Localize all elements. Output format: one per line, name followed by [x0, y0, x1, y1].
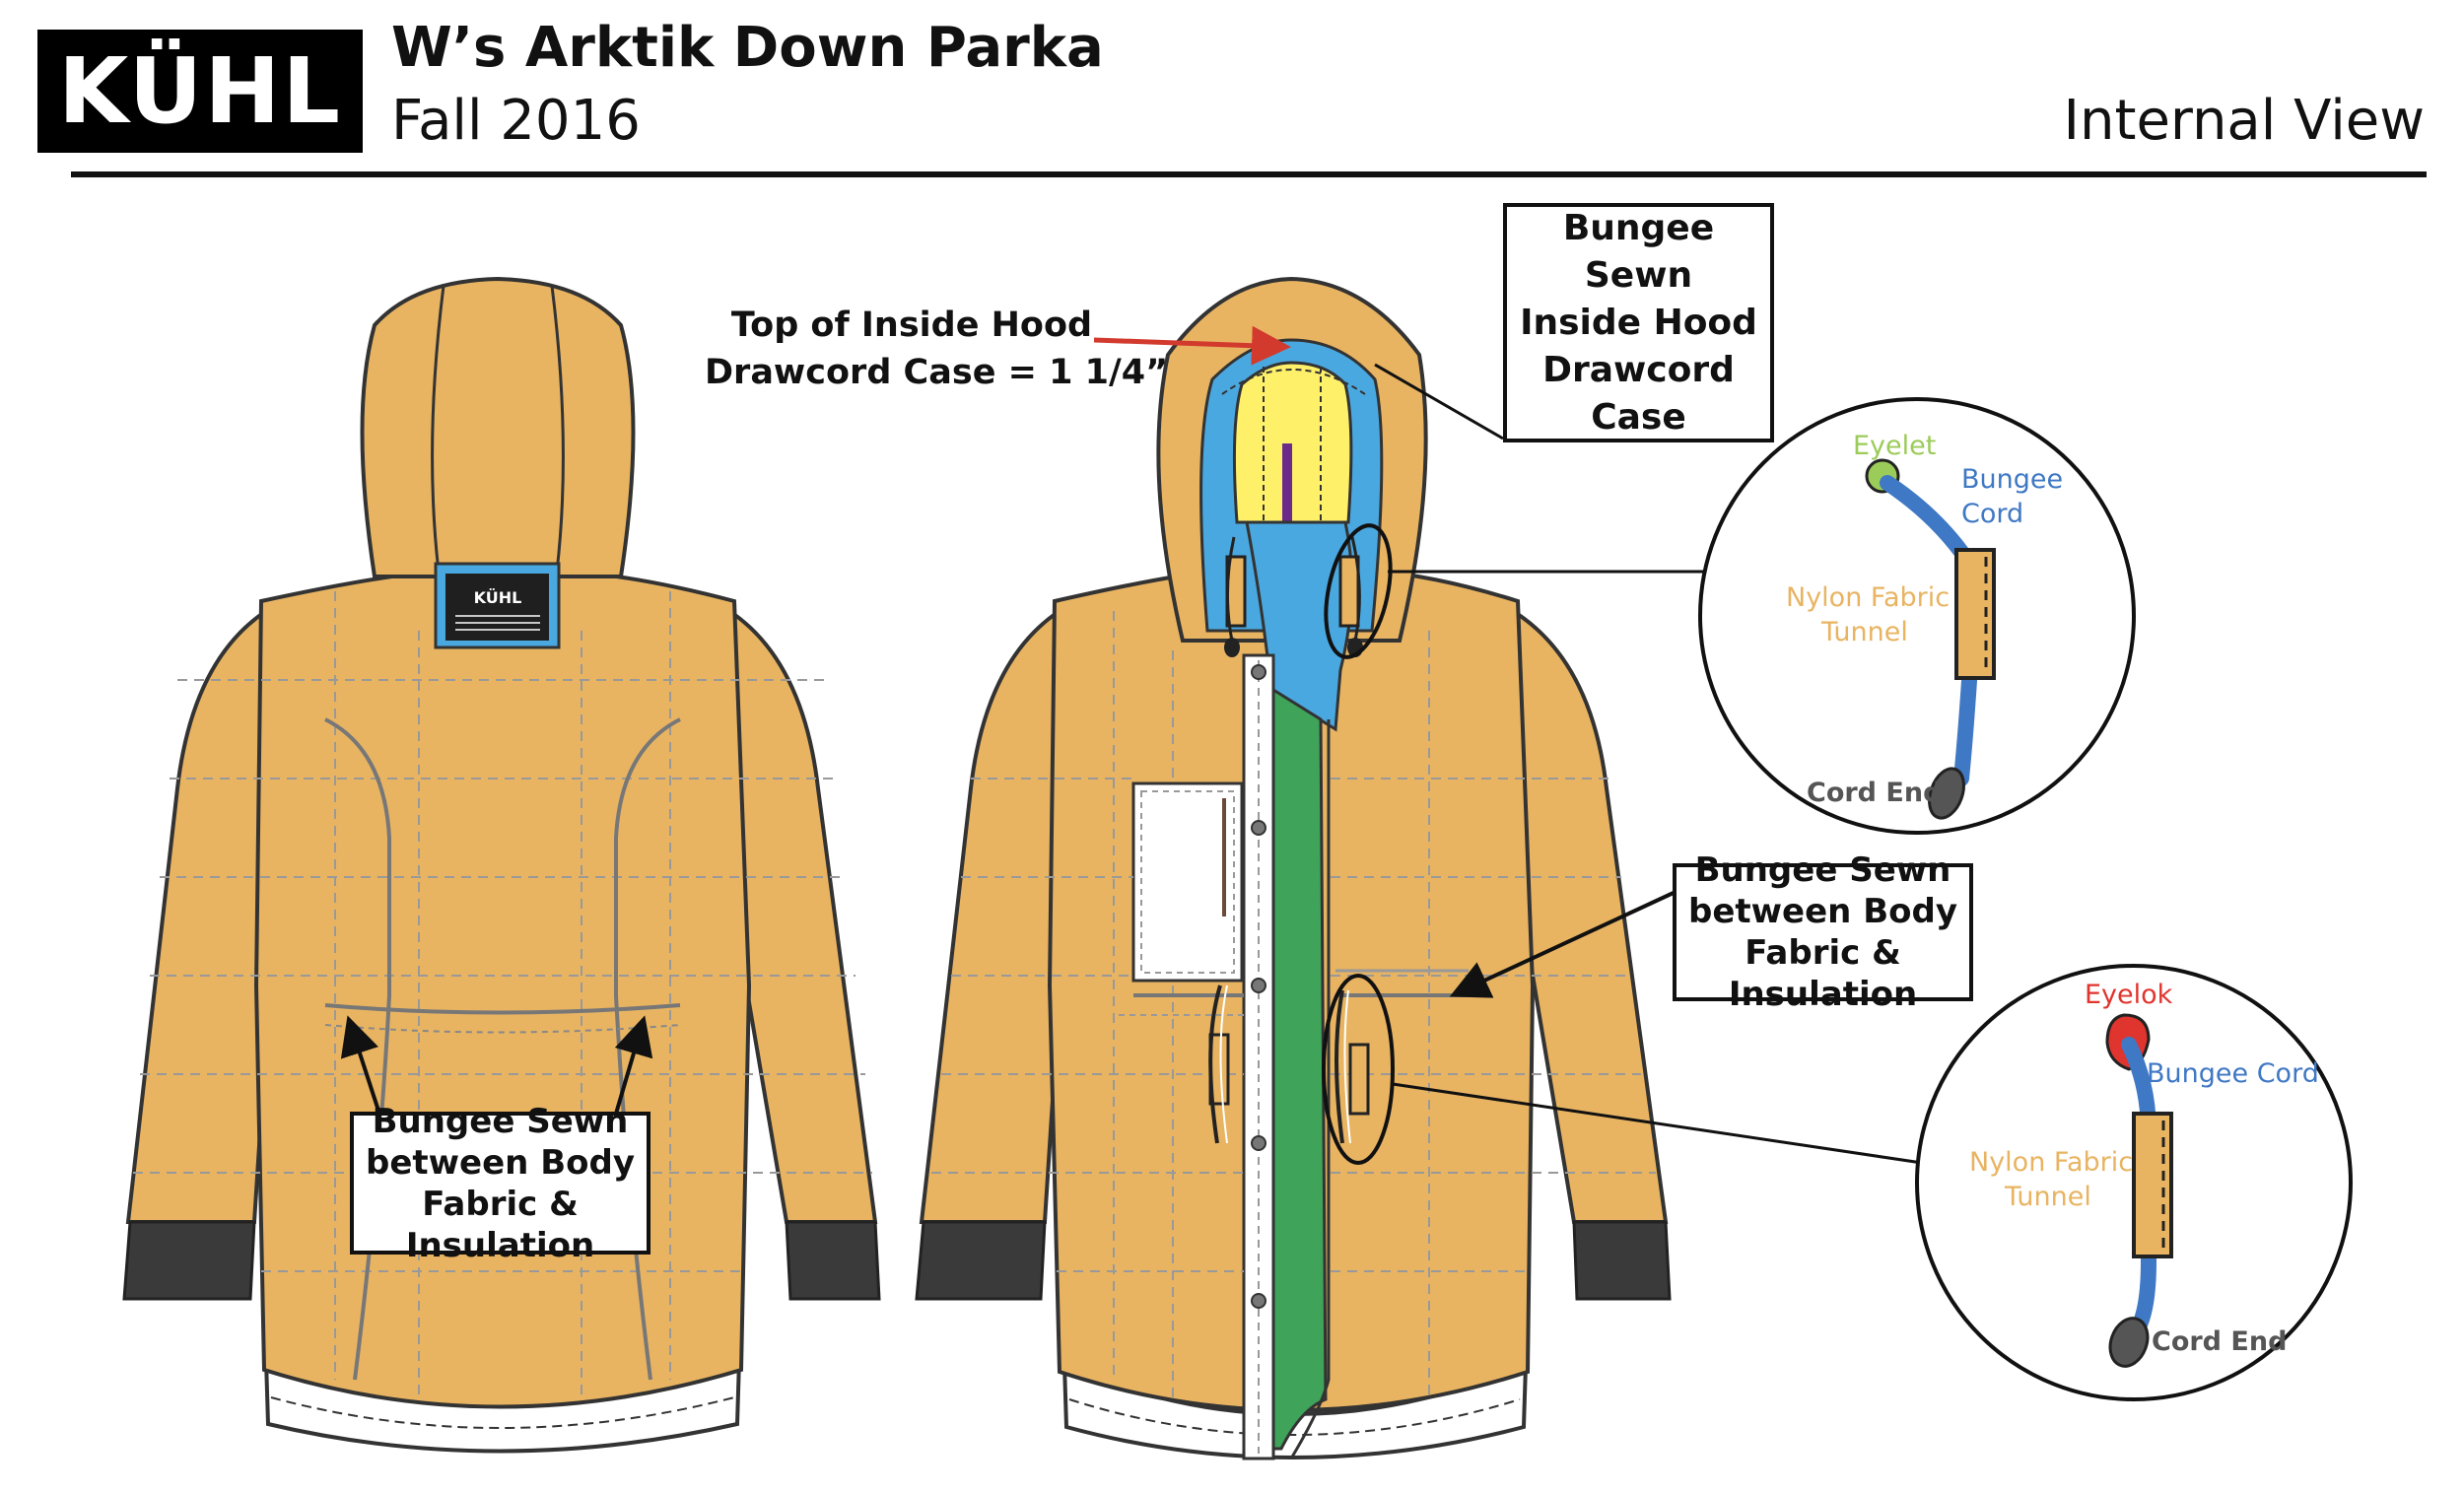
back-right-cuff	[785, 1220, 881, 1301]
front-hem-lining	[1061, 1361, 1529, 1459]
front-zip-placket-left	[1242, 653, 1275, 1460]
hood-yellow-lining	[1232, 361, 1353, 524]
front-right-cuff	[1572, 1220, 1672, 1301]
hood-bungee-line-2: Inside Hood	[1520, 302, 1757, 343]
back-right-sleeve	[727, 607, 878, 1224]
header-divider	[71, 171, 2427, 177]
hood-bungee-line-3: Drawcord	[1542, 349, 1735, 390]
front-view-parka	[915, 276, 1923, 1460]
front-bungee-line-1: Bungee Sewn	[1694, 850, 1951, 890]
hood-tunnel-label-1: Nylon Fabric	[1786, 582, 1951, 613]
hood-cord-end	[1928, 767, 1965, 820]
back-left-cuff	[122, 1220, 256, 1301]
hood-case-top-line-2: Drawcord Case = 1 1/4”	[705, 353, 1169, 392]
view-label: Internal View	[2063, 89, 2425, 153]
waist-tunnel-label-2: Tunnel	[2005, 1182, 2091, 1212]
back-bungee-line-3: Fabric & Insulation	[405, 1184, 595, 1265]
back-bungee-line-1: Bungee Sewn	[372, 1101, 629, 1141]
season-label: Fall 2016	[391, 89, 641, 153]
back-bungee-line-2: between Body	[366, 1142, 635, 1183]
back-body	[253, 570, 752, 1409]
hood-detail-highlight	[1324, 523, 1393, 659]
hood-bungee-label-1: Bungee	[1961, 464, 2064, 495]
neck-label-logo: KÜHL	[474, 588, 522, 607]
hood-bungee-label-2: Cord	[1961, 499, 2024, 529]
kuhl-logo-text: KÜHL	[58, 38, 342, 144]
kuhl-logo	[37, 30, 363, 153]
front-snaps	[1251, 664, 1266, 1309]
back-view-parka: KÜHL	[122, 276, 881, 1454]
waist-detail-highlight	[1322, 974, 1395, 1165]
hood-bungee-line-1: Bungee Sewn	[1562, 207, 1715, 296]
detail-circle-hood	[1698, 397, 2136, 835]
front-bungee-line-2: between Body	[1688, 892, 1957, 931]
hood-bungee-line-4: Case	[1591, 396, 1686, 438]
hood-tunnel-label-2: Tunnel	[1821, 617, 1908, 647]
front-left-cuff	[915, 1220, 1047, 1301]
hood-case-top-label: Top of Inside Hood Drawcord Case = 1 1/4…	[705, 302, 1169, 396]
eyelet-label: Eyelet	[1853, 431, 1937, 461]
page-title: W’s Arktik Down Parka	[391, 16, 1104, 80]
hood-bungee-callout: Bungee Sewn Inside Hood Drawcord Case	[1503, 203, 1774, 442]
waist-bungee-label: Bungee Cord	[2147, 1058, 2319, 1089]
front-left-sleeve	[919, 607, 1069, 1224]
detail-circle-waist	[1915, 964, 2353, 1401]
back-hood	[360, 276, 636, 578]
eyelok-label: Eyelok	[2085, 980, 2173, 1010]
waist-cord-end-label: Cord End	[2152, 1326, 2288, 1357]
back-left-sleeve	[125, 607, 279, 1224]
waist-nylon-tunnel	[2132, 1112, 2173, 1258]
front-bungee-callout: Bungee Sewn between Body Fabric & Insula…	[1673, 850, 1973, 1014]
hood-nylon-tunnel	[1954, 548, 1996, 680]
front-storm-flap	[1271, 687, 1328, 1451]
front-right-sleeve	[1510, 607, 1669, 1224]
front-bungee-line-3: Fabric & Insulation	[1728, 933, 1918, 1014]
back-bungee-callout: Bungee Sewn between Body Fabric & Insula…	[350, 1102, 650, 1265]
waist-tunnel-label-1: Nylon Fabric	[1969, 1147, 2134, 1178]
waist-cord-end	[2108, 1317, 2150, 1368]
hood-cord-end-label: Cord End	[1807, 778, 1943, 808]
hood-case-top-line-1: Top of Inside Hood	[730, 305, 1093, 345]
